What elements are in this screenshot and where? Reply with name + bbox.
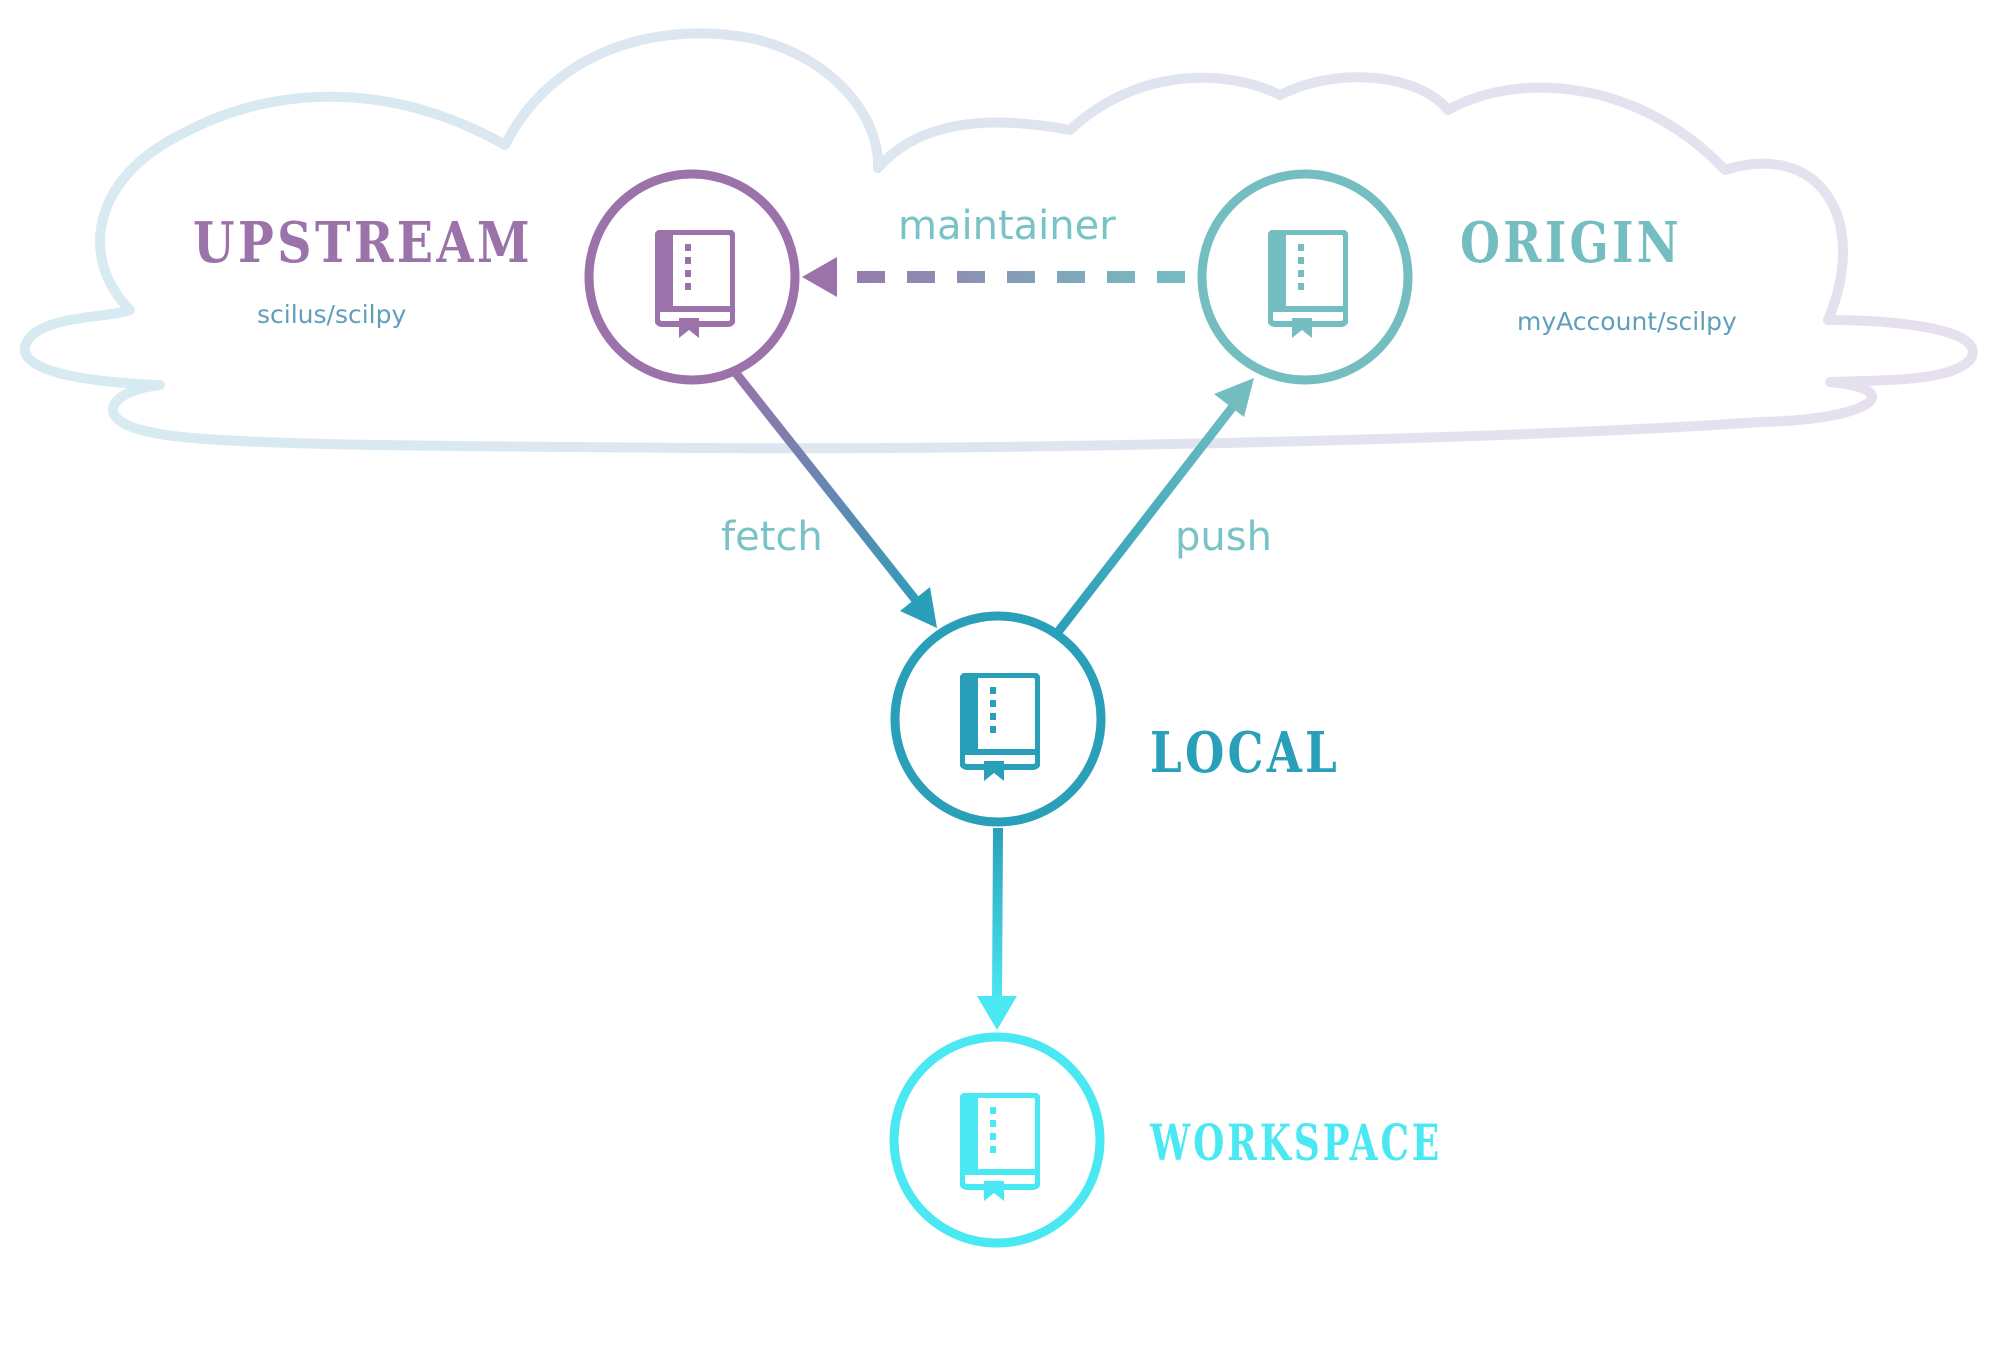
workspace-title: WORKSPACE	[1149, 1113, 1442, 1172]
local-title: LOCAL	[1150, 720, 1340, 786]
push-label: push	[1175, 514, 1272, 560]
node-origin	[1197, 169, 1413, 385]
upstream-repo-circle	[584, 169, 800, 385]
workspace-arrowhead	[977, 996, 1017, 1030]
fetch-arrow-line	[731, 369, 926, 611]
edge-push	[1054, 378, 1254, 635]
edge-maintainer	[802, 257, 1185, 297]
origin-subtitle: myAccount/scilpy	[1517, 307, 1737, 336]
workspace-arrow-line	[992, 827, 1003, 1001]
node-local	[890, 611, 1106, 827]
maintainer-arrowhead	[802, 257, 837, 297]
fetch-arrowhead	[900, 587, 937, 628]
edge-fetch	[731, 369, 937, 628]
node-workspace	[889, 1032, 1105, 1248]
edge-local-to-workspace	[977, 827, 1017, 1030]
upstream-subtitle: scilus/scilpy	[257, 300, 406, 329]
origin-title: ORIGIN	[1460, 210, 1682, 276]
fetch-label: fetch	[721, 514, 823, 560]
push-arrow-line	[1054, 397, 1242, 635]
push-arrowhead	[1214, 378, 1254, 417]
workspace-circle	[889, 1032, 1105, 1248]
node-upstream	[584, 169, 800, 385]
cloud-outline	[19, 28, 1978, 454]
origin-repo-circle	[1197, 169, 1413, 385]
maintainer-label: maintainer	[898, 203, 1116, 249]
local-repo-circle	[890, 611, 1106, 827]
upstream-title: UPSTREAM	[193, 210, 533, 276]
